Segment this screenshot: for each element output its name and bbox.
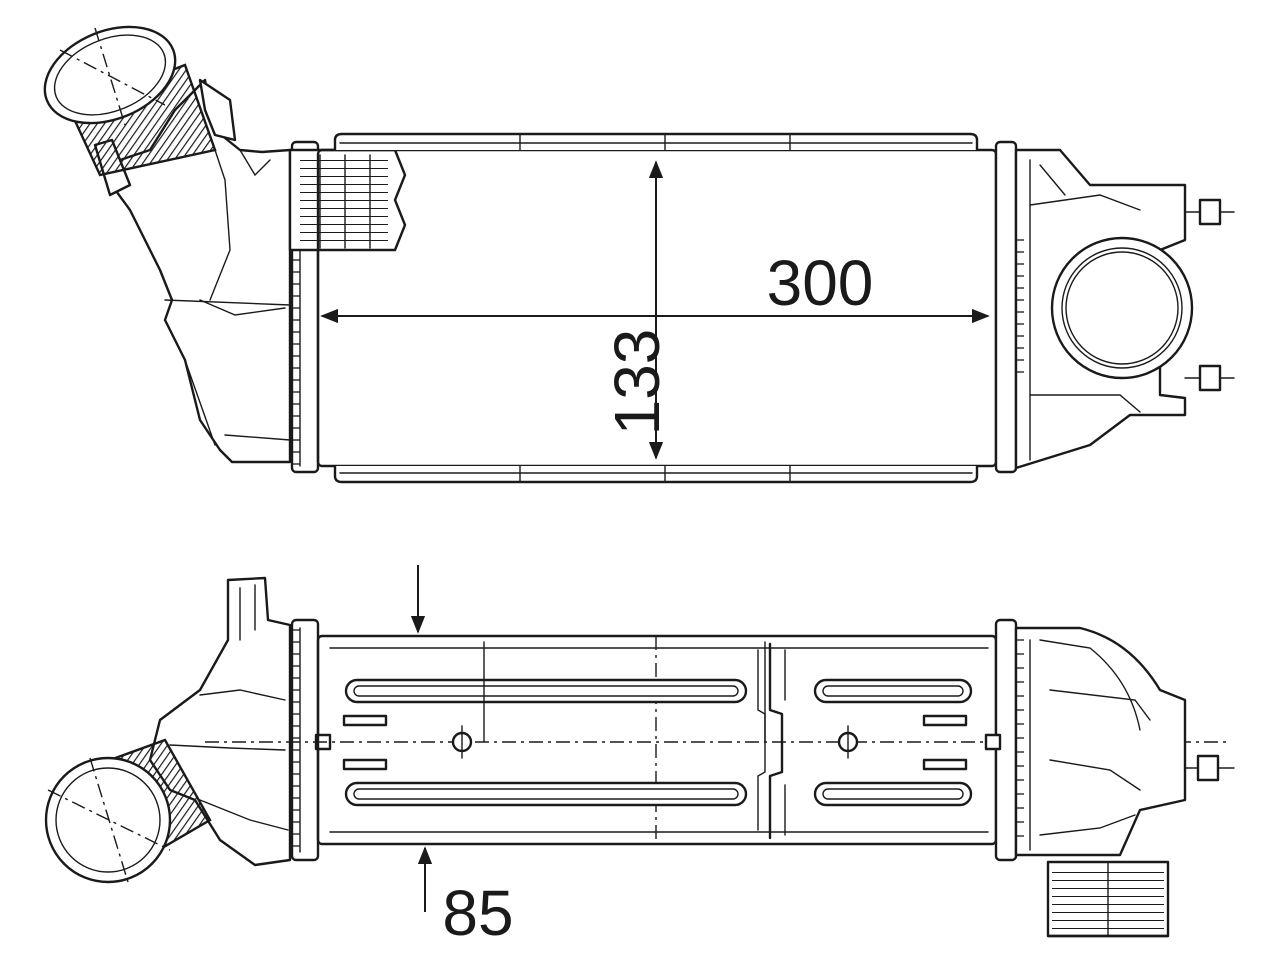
top-view: 300 133 [43, 25, 1235, 484]
top-core [316, 132, 998, 484]
height-dimension-label: 133 [601, 329, 673, 436]
top-right-tank [994, 140, 1235, 474]
bottom-inlet-pipe [44, 576, 292, 884]
bottom-dimensions: 85 [410, 565, 514, 949]
bottom-core [205, 634, 1230, 846]
top-left-tank [288, 140, 407, 474]
bottom-view: 85 [44, 565, 1235, 949]
bottom-right-tank [984, 618, 1235, 938]
depth-dimension-label: 85 [442, 877, 513, 949]
bottom-left-tank [290, 618, 332, 862]
length-dimension-label: 300 [767, 247, 874, 319]
top-inlet-pipe [43, 25, 292, 464]
top-dimensions: 300 133 [320, 160, 990, 460]
